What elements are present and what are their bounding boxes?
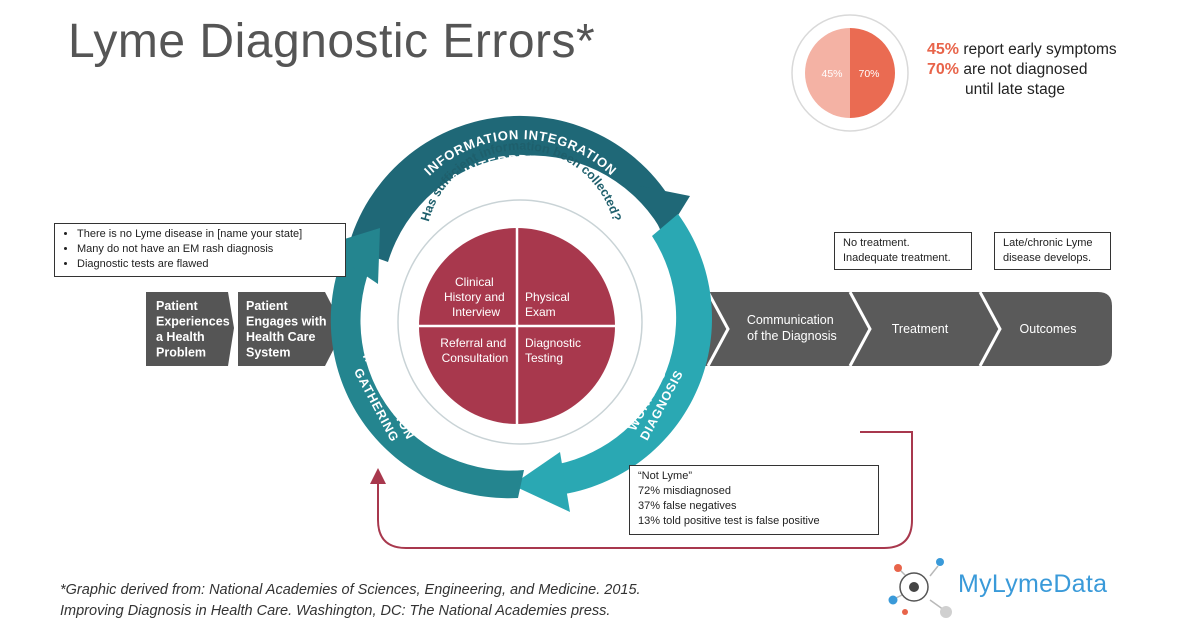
left-note-item: Many do not have an EM rash diagnosis xyxy=(77,242,337,257)
citation: *Graphic derived from: National Academie… xyxy=(60,582,641,619)
process-step-experiences: Patient Experiences a Health Problem xyxy=(146,292,234,366)
pie-label-left: 45% xyxy=(821,68,842,80)
left-note-item: There is no Lyme disease in [name your s… xyxy=(77,227,337,242)
process-bar-right: Communication of the Diagnosis Treatment… xyxy=(700,291,1112,367)
quadrant-history: Clinical History and Interview xyxy=(444,275,508,319)
svg-text:Patient Experiences: Patient Experiences a Health Problem xyxy=(156,299,233,360)
arc-information-gathering xyxy=(330,258,524,499)
page-title: Lyme Diagnostic Errors* xyxy=(68,15,596,68)
arc-working-diagnosis xyxy=(548,214,712,495)
process-step-engages: Patient Engages with Health Care System xyxy=(238,292,344,366)
stat-early-text: report early symptoms xyxy=(959,41,1117,58)
stat-late-text: are not diagnosed xyxy=(959,61,1088,78)
left-note-box: There is no Lyme disease in [name your s… xyxy=(54,223,346,277)
mylymedata-logo-icon xyxy=(888,558,952,618)
quadrant-testing: Diagnostic Testing xyxy=(525,336,584,365)
pie-chart: 45% 70% xyxy=(791,14,909,132)
stat-early-pct: 45% xyxy=(927,41,960,58)
not-lyme-note-box: “Not Lyme” 72% misdiagnosed 37% false ne… xyxy=(629,465,879,535)
treatment-note-box: No treatment. Inadequate treatment. xyxy=(834,232,972,270)
svg-text:Patient Engages with: Patient Engages with Health Care System xyxy=(246,299,330,360)
left-note-item: Diagnostic tests are flawed xyxy=(77,257,337,272)
quadrant-physical-exam: Physical Exam xyxy=(525,290,573,319)
stat-late-text-2: until late stage xyxy=(965,81,1065,98)
brand-name: MyLymeData xyxy=(958,570,1108,598)
late-note-box: Late/chronic Lyme disease develops. xyxy=(994,232,1111,270)
pie-slice-not-diagnosed xyxy=(850,28,895,118)
diagnostic-cycle: Has sufficient information been collecte… xyxy=(322,115,712,512)
step-communication: Communication of the Diagnosis xyxy=(747,313,837,343)
step-outcomes: Outcomes xyxy=(1020,322,1077,336)
feedback-loop-arrow xyxy=(370,431,913,549)
pie-label-right: 70% xyxy=(858,68,879,80)
stat-late-pct: 70% xyxy=(927,61,960,78)
step-treatment: Treatment xyxy=(892,322,949,336)
arc-integration xyxy=(348,115,678,262)
stats-summary: 45% report early symptoms 70% are not di… xyxy=(927,40,1117,100)
pie-slice-early-symptoms xyxy=(805,28,850,118)
quadrant-referral: Referral and Consultation xyxy=(440,336,509,365)
